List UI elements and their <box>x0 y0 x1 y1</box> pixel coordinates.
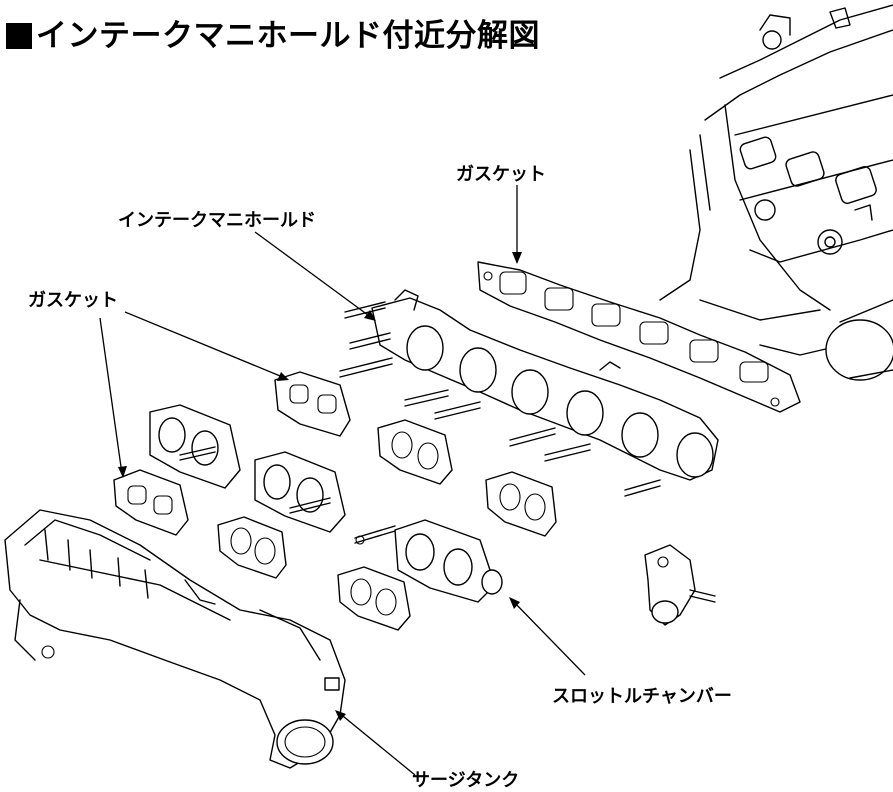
diagram-title: インテークマニホールド付近分解図 <box>6 10 540 55</box>
title-square-icon <box>6 23 32 49</box>
water-outlet <box>644 544 716 626</box>
gaskets-small <box>113 371 557 631</box>
label-intake-manifold: インテークマニホールド <box>118 210 316 231</box>
gasket-long <box>477 261 801 413</box>
leader-lines <box>99 185 586 776</box>
label-gasket-left: ガスケット <box>28 290 118 311</box>
label-gasket-top: ガスケット <box>456 164 546 185</box>
label-throttle-chamber: スロットルチャンバー <box>552 686 732 707</box>
engine-block <box>659 4 893 381</box>
title-text: インテークマニホールド付近分解図 <box>36 18 540 54</box>
throttle-chambers <box>149 404 503 603</box>
label-surge-tank: サージタンク <box>412 770 520 791</box>
surge-tank <box>4 509 346 769</box>
intake-manifold <box>339 289 719 497</box>
